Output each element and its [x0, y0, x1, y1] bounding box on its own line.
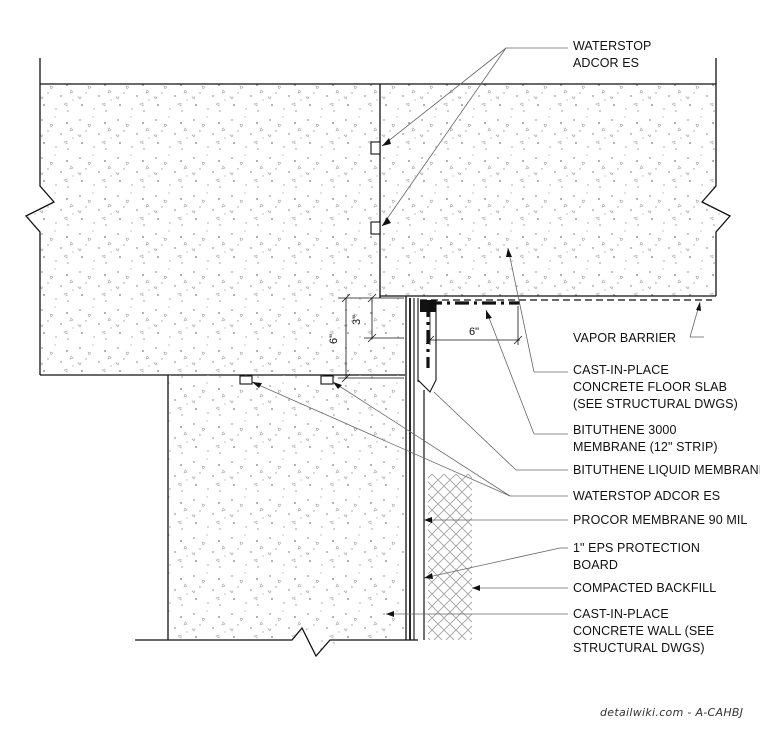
floor-slab-concrete — [380, 83, 732, 297]
label-wall-line1: CAST-IN-PLACE — [573, 607, 669, 621]
label-wall: CAST-IN-PLACE CONCRETE WALL (SEE STRUCTU… — [573, 606, 714, 657]
label-floor-slab-line2: CONCRETE FLOOR SLAB — [573, 380, 728, 394]
label-bituthene: BITUTHENE 3000 MEMBRANE (12" STRIP) — [573, 422, 718, 456]
wall-break-line — [135, 626, 418, 658]
left-upper-concrete — [24, 83, 405, 376]
label-bituthene-line2: MEMBRANE (12" STRIP) — [573, 440, 718, 454]
compacted-backfill — [428, 474, 472, 640]
waterstop-upper-1 — [370, 141, 381, 155]
bituthene-strip — [426, 301, 520, 368]
dim-3in: 3" — [351, 315, 363, 325]
label-waterstop-top-line2: ADCOR ES — [573, 56, 640, 70]
waterstop-lower-1 — [239, 375, 253, 385]
label-procor: PROCOR MEMBRANE 90 MIL — [573, 513, 748, 527]
label-floor-slab: CAST-IN-PLACE CONCRETE FLOOR SLAB (SEE S… — [573, 362, 738, 413]
label-vapor-barrier: VAPOR BARRIER — [573, 331, 677, 345]
label-liquid-membrane: BITUTHENE LIQUID MEMBRANE — [573, 463, 760, 477]
bituthene-corner — [420, 300, 436, 312]
label-bituthene-line1: BITUTHENE 3000 — [573, 423, 677, 437]
leader-arrowheads — [252, 138, 701, 617]
leader-lines — [251, 47, 704, 615]
label-backfill: COMPACTED BACKFILL — [573, 581, 717, 595]
label-floor-slab-line1: CAST-IN-PLACE — [573, 363, 669, 377]
waterstop-lower-2 — [320, 375, 334, 385]
lower-wall-concrete — [167, 375, 406, 656]
waterstop-upper-2 — [370, 221, 381, 235]
label-waterstop-top-line1: WATERSTOP — [573, 39, 652, 53]
label-wall-line3: STRUCTURAL DWGS) — [573, 641, 705, 655]
label-eps-line1: 1" EPS PROTECTION — [573, 541, 700, 555]
waterproofing-layers — [405, 296, 437, 640]
dim-6in-horizontal: 6" — [469, 326, 479, 338]
dimension-lines — [338, 293, 523, 383]
label-wall-line2: CONCRETE WALL (SEE — [573, 624, 715, 638]
label-waterstop-bottom: WATERSTOP ADCOR ES — [573, 489, 721, 503]
credit-text: detailwiki.com - A-CAHBJ — [600, 706, 744, 719]
label-floor-slab-line3: (SEE STRUCTURAL DWGS) — [573, 397, 738, 411]
label-eps: 1" EPS PROTECTION BOARD — [573, 540, 700, 574]
dim-6in-vertical: 6" — [328, 334, 340, 344]
label-eps-line2: BOARD — [573, 558, 618, 572]
label-waterstop-top: WATERSTOP ADCOR ES — [573, 38, 651, 72]
